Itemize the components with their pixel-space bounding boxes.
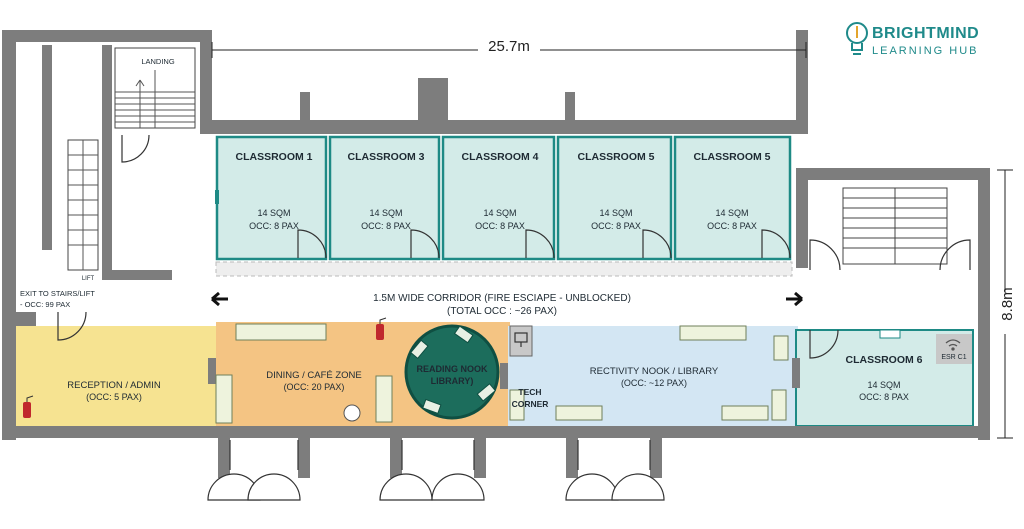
tech-corner-label: TECH	[518, 387, 541, 397]
lift-label: LIFT	[82, 276, 95, 282]
reading-nook-sublabel: LIBRARY)	[431, 376, 474, 386]
lightbulb-icon	[846, 22, 868, 55]
classroom-3	[328, 135, 441, 261]
width-label: 25.7m	[488, 38, 530, 55]
reading-nook	[404, 324, 500, 420]
classroom-name: CLASSROOM 5	[693, 151, 770, 163]
nook-seats	[410, 325, 497, 415]
classroom-5b	[673, 135, 792, 261]
classroom-occupancy: OCC: 8 PAX	[591, 221, 641, 231]
stairs-left	[67, 47, 196, 271]
activity-nook-occupancy: (OCC: ~12 PAX)	[621, 378, 687, 388]
stairs-right	[842, 187, 948, 265]
logo-name: BRIGHTMIND	[872, 25, 979, 42]
classroom-name: CLASSROOM 5	[577, 151, 654, 163]
door-swings	[57, 134, 971, 501]
corridor-strip	[215, 261, 793, 277]
classroom-6-area: 14 SQM	[867, 380, 900, 390]
classroom-area: 14 SQM	[257, 208, 290, 218]
wifi-icon	[945, 339, 961, 351]
landing-label: LANDING	[141, 57, 175, 66]
logo-subtitle: LEARNING HUB	[872, 45, 979, 57]
exit-occupancy: - OCC: 99 PAX	[20, 300, 70, 309]
corridor-arrow-right-icon	[786, 291, 803, 307]
walls	[2, 30, 990, 478]
classroom-area: 14 SQM	[715, 208, 748, 218]
classroom-area: 14 SQM	[599, 208, 632, 218]
classroom-name: CLASSROOM 1	[235, 151, 312, 163]
corridor-label: 1.5M WIDE CORRIDOR (FIRE ESCIAPE - UNBLO…	[373, 293, 631, 304]
corridor-arrow-left-icon	[211, 291, 228, 307]
furniture	[215, 323, 901, 424]
fire-extinguisher-icon	[23, 395, 34, 418]
classroom-5a	[556, 135, 673, 261]
activity-nook-label: RECTIVITY NOOK / LIBRARY	[590, 366, 719, 377]
dining-occupancy: (OCC: 20 PAX)	[284, 382, 345, 392]
classroom-6-label: CLASSROOM 6	[845, 354, 922, 366]
reading-nook-label: READING NOOK	[416, 364, 488, 374]
classroom-occupancy: OCC: 8 PAX	[475, 221, 525, 231]
classroom-name: CLASSROOM 4	[461, 151, 538, 163]
fire-extinguisher-icon	[376, 317, 387, 340]
wifi-label: ESR C1	[941, 354, 966, 361]
classroom-row-fixtures	[215, 190, 219, 204]
classroom-occupancy: OCC: 8 PAX	[249, 221, 299, 231]
reception-label: RECEPTION / ADMIN	[67, 380, 161, 391]
corridor-occupancy: (TOTAL OCC : ~26 PAX)	[447, 306, 557, 317]
classroom-row	[215, 135, 792, 261]
classroom-occupancy: OCC: 8 PAX	[707, 221, 757, 231]
dining-label: DINING / CAFÉ ZONE	[266, 370, 362, 381]
tech-corner-sublabel: CORNER	[512, 399, 549, 409]
exit-label: EXIT TO STAIRS/LIFT	[20, 289, 95, 298]
classroom-occupancy: OCC: 8 PAX	[361, 221, 411, 231]
height-label: 8.8m	[999, 287, 1016, 320]
reception-occupancy: (OCC: 5 PAX)	[86, 392, 142, 402]
classroom-4	[441, 135, 556, 261]
reception-zone	[16, 326, 216, 426]
classroom-6-occupancy: OCC: 8 PAX	[859, 392, 909, 402]
monitor-icon	[514, 332, 528, 347]
classroom-name: CLASSROOM 3	[347, 151, 424, 163]
classroom-area: 14 SQM	[369, 208, 402, 218]
classroom-area: 14 SQM	[483, 208, 516, 218]
